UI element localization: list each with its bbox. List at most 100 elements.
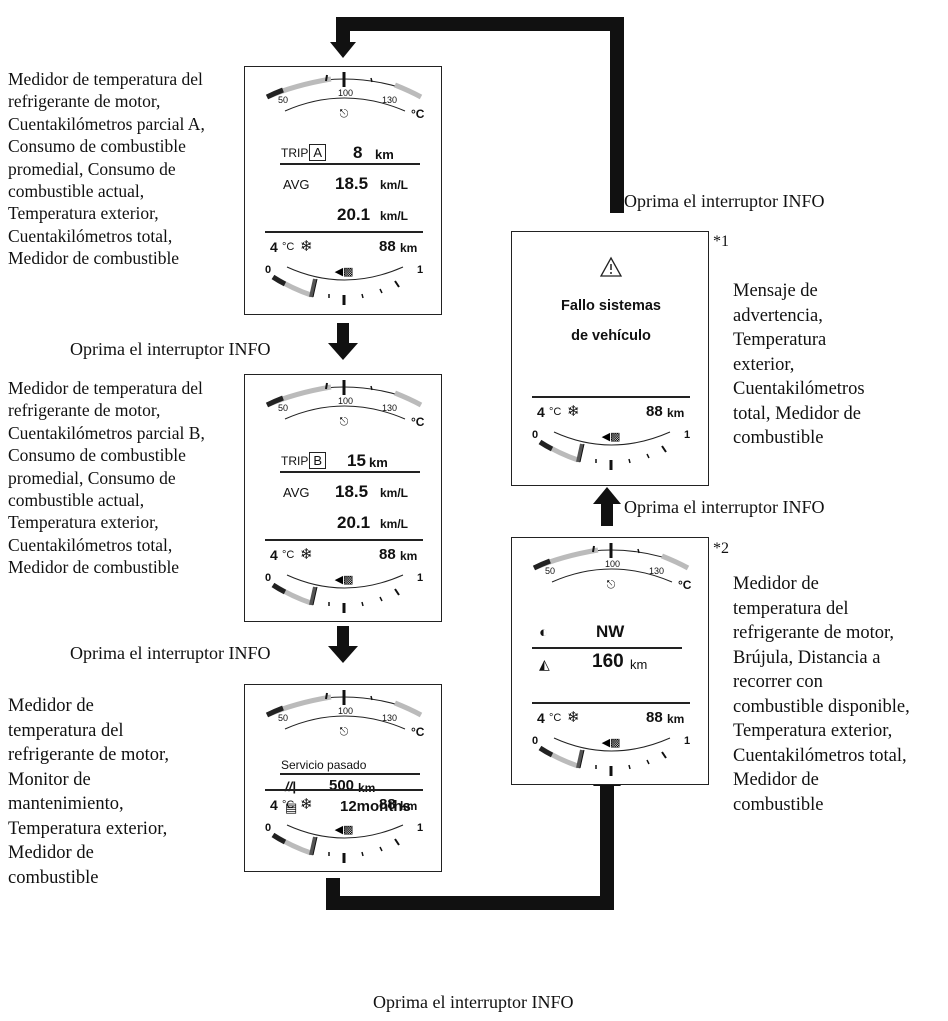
- current-unit: km/L: [380, 517, 409, 531]
- fuel-tick: [628, 458, 631, 464]
- outside-temp-value: 4: [537, 710, 545, 726]
- loop-arrow-top: [336, 17, 624, 213]
- divider: [265, 539, 423, 541]
- fuel-tick: [646, 453, 650, 459]
- outside-temp-unit: °C: [282, 241, 295, 253]
- trip-value: 8: [353, 143, 363, 162]
- temp-unit: °C: [411, 725, 425, 739]
- temp-label-mid: 100: [338, 396, 354, 406]
- temp-tick: [325, 382, 328, 390]
- divider: [280, 773, 420, 775]
- fuel-tick: [661, 445, 667, 453]
- loop-arrow-top-head: [330, 42, 356, 58]
- fuel-pump-icon: ◀▩: [602, 430, 621, 443]
- divider: [265, 789, 423, 791]
- warning-triangle-icon: [599, 256, 623, 277]
- fuel-empty-end: [538, 745, 554, 758]
- divider: [265, 231, 423, 233]
- instruction-top-loop: Oprima el interruptor INFO: [624, 191, 825, 211]
- fuel-needle-edge: [312, 586, 318, 606]
- range-unit: km: [630, 657, 648, 672]
- fuel-needle: [576, 749, 584, 769]
- coolant-icon: ⎋: [340, 107, 349, 120]
- fuel-tick: [394, 838, 400, 846]
- trip-value: 15: [347, 451, 366, 470]
- footnote-marker-2: *2: [713, 540, 729, 557]
- fuel-tick: [361, 851, 364, 857]
- arrow-d-to-e-shaft: [601, 502, 613, 526]
- footnote-marker-1: *1: [713, 233, 729, 250]
- temp-arc-inner: [551, 568, 673, 583]
- warning-line-1: Fallo sistemas: [561, 298, 661, 314]
- instruction-bottom-loop: Oprima el interruptor INFO: [373, 992, 574, 1012]
- temp-label-high: 130: [382, 403, 398, 413]
- temp-label-high: 130: [649, 566, 665, 576]
- fuel-arc-inner: [553, 431, 671, 446]
- fuel-label-full: 1: [417, 264, 424, 276]
- outside-temp-value: 4: [537, 404, 545, 420]
- fuel-needle-edge: [312, 278, 318, 298]
- outside-temp-value: 4: [270, 239, 278, 255]
- odometer-unit: km: [400, 241, 418, 255]
- fuel-needle-edge: [312, 836, 318, 856]
- temp-label-low: 50: [278, 95, 289, 105]
- fuel-pump-icon: ◭: [539, 656, 550, 672]
- months-value: 12months: [340, 798, 411, 815]
- divider: [280, 163, 420, 165]
- fuel-label-empty: 0: [265, 572, 272, 584]
- odometer-unit: km: [667, 712, 685, 726]
- odometer-value: 88: [379, 796, 396, 813]
- divider: [532, 702, 690, 704]
- temp-label-high: 130: [382, 713, 398, 723]
- fuel-arc-inner: [286, 266, 404, 281]
- temp-label-high: 130: [382, 95, 398, 105]
- divider: [532, 647, 682, 649]
- compass-value: NW: [596, 622, 625, 641]
- compass-icon: ◐: [539, 624, 549, 641]
- fuel-empty-end: [271, 582, 287, 595]
- fuel-tick: [361, 601, 364, 607]
- temp-label-mid: 100: [605, 559, 621, 569]
- odometer-value: 88: [646, 709, 663, 726]
- avg-value: 18.5: [335, 174, 369, 193]
- temp-hot-band: [661, 553, 690, 571]
- outside-temp-unit: °C: [282, 799, 295, 811]
- avg-unit: km/L: [380, 178, 409, 192]
- odometer-value: 88: [379, 238, 396, 255]
- outside-temp-unit: °C: [549, 406, 562, 418]
- temp-unit: °C: [411, 107, 425, 121]
- temp-label-low: 50: [545, 566, 556, 576]
- current-unit: km/L: [380, 209, 409, 223]
- outside-temp-value: 4: [270, 547, 278, 563]
- fuel-pump-icon: ◀▩: [602, 736, 621, 749]
- fuel-arc-inner: [286, 574, 404, 589]
- arrow-b-to-c-head: [328, 646, 358, 663]
- temp-tick: [325, 74, 328, 82]
- snowflake-icon: ❄: [567, 709, 580, 726]
- fuel-empty-end: [271, 832, 287, 845]
- temp-label-low: 50: [278, 403, 289, 413]
- temp-tick: [325, 692, 328, 700]
- temp-label-mid: 100: [338, 88, 354, 98]
- coolant-icon: ⎋: [340, 415, 349, 428]
- current-value: 20.1: [337, 205, 371, 224]
- temp-cold-end: [265, 87, 284, 100]
- fuel-label-full: 1: [417, 822, 424, 834]
- avg-unit: km/L: [380, 486, 409, 500]
- trip-unit: km: [369, 455, 388, 470]
- snowflake-icon: ❄: [300, 238, 313, 255]
- fuel-tick: [661, 751, 667, 759]
- temp-arc-inner: [284, 405, 406, 420]
- fuel-label-empty: 0: [532, 429, 539, 441]
- fuel-needle: [309, 836, 317, 856]
- fuel-pump-icon: ◀▩: [335, 823, 354, 836]
- avg-label: AVG: [283, 177, 310, 192]
